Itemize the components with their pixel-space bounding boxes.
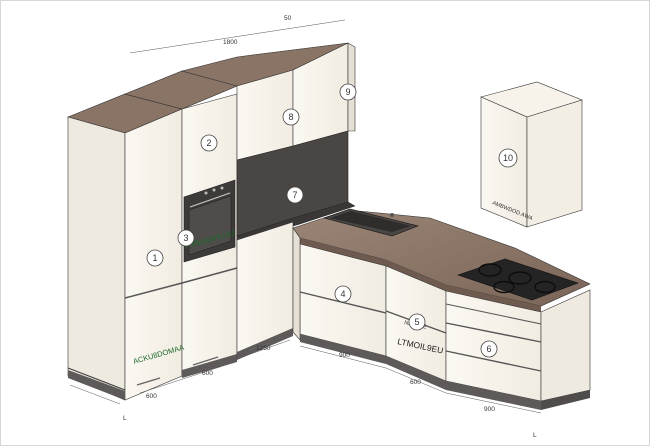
- hob-burners: [478, 263, 556, 294]
- oven-knob-1: [204, 191, 208, 195]
- callout-7: 7: [286, 186, 304, 204]
- callout-6: 6: [480, 340, 498, 358]
- tall-unit-1-split: [124, 282, 183, 299]
- oven-handle: [189, 192, 231, 208]
- dim-1250: 1250: [256, 345, 271, 352]
- callout-8: 8: [282, 108, 300, 126]
- callout-9: 9: [339, 83, 357, 101]
- svg-text:4: 4: [340, 289, 345, 299]
- callout-5: 5: [408, 313, 426, 331]
- callout-1: 1: [146, 249, 164, 267]
- drawer-line-4: [299, 291, 387, 314]
- wall-unit-10-side: [526, 99, 583, 228]
- plinth-1: [68, 370, 125, 400]
- handle-low-3: [249, 342, 271, 351]
- oven-knob-2: [212, 188, 216, 192]
- svg-text:10: 10: [503, 153, 513, 163]
- dim-top-depth: 50: [284, 15, 292, 22]
- plinth-3: [237, 328, 293, 360]
- dim-600-mid: 600: [202, 370, 213, 377]
- sink-inner: [330, 211, 411, 232]
- corner-mark-right: L: [533, 432, 537, 439]
- dim-top-width: 1800: [223, 39, 238, 46]
- svg-text:5: 5: [414, 317, 419, 327]
- dim-600-right: 600: [410, 379, 421, 386]
- svg-text:8: 8: [288, 112, 293, 122]
- plinth-base: [300, 334, 541, 410]
- drawer-line-6b: [445, 350, 542, 372]
- tap: [390, 213, 394, 217]
- svg-text:7: 7: [292, 190, 297, 200]
- dim-900-b: 900: [484, 406, 495, 413]
- svg-text:6: 6: [486, 344, 491, 354]
- callout-2: 2: [200, 134, 218, 152]
- plinth-base-side: [541, 390, 590, 410]
- dimension-lines: [69, 19, 542, 414]
- callout-10: 10: [498, 148, 518, 168]
- handle-low-2: [192, 356, 219, 366]
- svg-text:3: 3: [183, 233, 188, 243]
- plinth-line-1: [67, 367, 126, 391]
- svg-text:1: 1: [152, 253, 157, 263]
- countertop-edge: [300, 238, 541, 312]
- corner-mark-left: L: [123, 415, 127, 422]
- callout-3: 3: [177, 229, 195, 247]
- dim-900-a: 900: [339, 352, 350, 359]
- callout-4: 4: [334, 285, 352, 303]
- drawer-line-6a: [445, 322, 542, 343]
- dim-600-left: 600: [146, 393, 157, 400]
- handle-low-1: [136, 377, 161, 386]
- drawer-line-6c: [445, 303, 542, 325]
- plinth-2: [182, 354, 237, 378]
- oven-knob-3: [220, 186, 224, 190]
- tall-unit-2-split: [181, 267, 238, 284]
- svg-text:2: 2: [206, 138, 211, 148]
- svg-text:9: 9: [345, 87, 350, 97]
